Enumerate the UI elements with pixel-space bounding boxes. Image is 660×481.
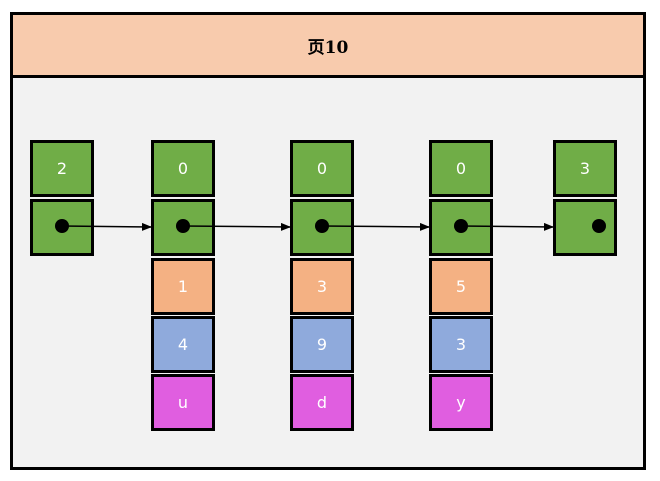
pointer-dot xyxy=(55,219,69,233)
next-pointer-arrow xyxy=(182,222,291,231)
record-field-cell: 9 xyxy=(290,316,354,373)
record-field-cell: d xyxy=(290,374,354,431)
record-field-cell: u xyxy=(151,374,215,431)
record-pointer-cell xyxy=(553,199,617,256)
record-field-cell: 1 xyxy=(151,258,215,315)
record-field-cell: 3 xyxy=(290,258,354,315)
record-field-cell: 4 xyxy=(151,316,215,373)
record-header-cell: 3 xyxy=(553,140,617,197)
next-pointer-arrow xyxy=(61,222,152,231)
pointer-dot xyxy=(592,219,606,233)
record-header-cell: 0 xyxy=(290,140,354,197)
record-field-cell: 3 xyxy=(429,316,493,373)
record-header-cell: 0 xyxy=(429,140,493,197)
next-pointer-arrow xyxy=(321,222,430,231)
page-header: 页10 xyxy=(13,15,643,78)
record-field-cell: 5 xyxy=(429,258,493,315)
record-header-cell: 0 xyxy=(151,140,215,197)
pointer-dot xyxy=(176,219,190,233)
record-field-cell: y xyxy=(429,374,493,431)
record-pointer-cell xyxy=(429,199,493,256)
page-title: 页10 xyxy=(307,37,349,58)
pointer-dot xyxy=(454,219,468,233)
next-pointer-arrow xyxy=(460,222,554,231)
record-header-cell: 2 xyxy=(30,140,94,197)
pointer-dot xyxy=(315,219,329,233)
